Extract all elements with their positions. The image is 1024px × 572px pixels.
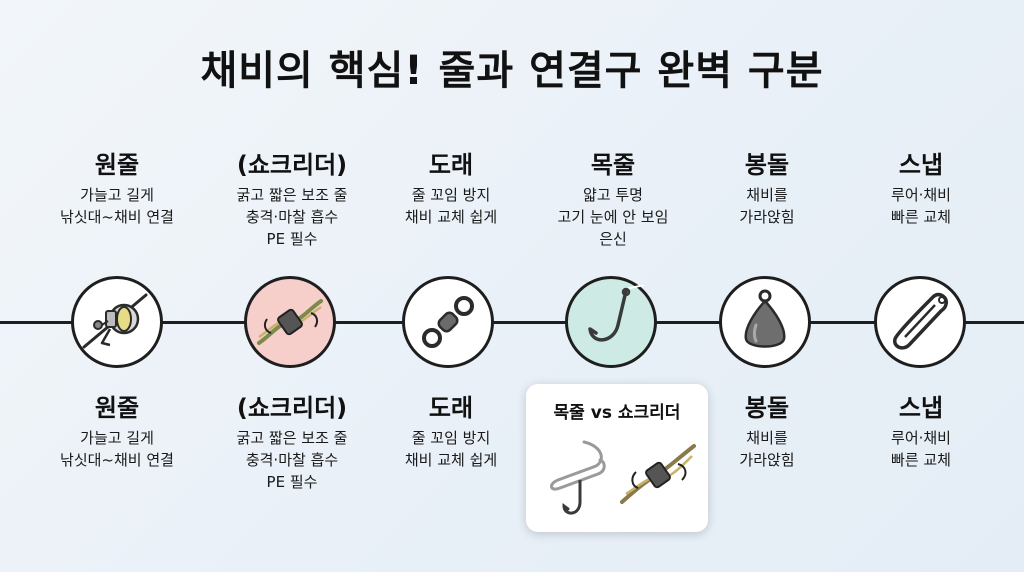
item-top-shock-leader: (쇼크리더) 굵고 짧은 보조 줄 충격·마찰 흡수 PE 필수: [197, 150, 387, 250]
node-main-line: [71, 276, 163, 368]
timeline-line: [0, 321, 1024, 324]
item-desc-line: 빠른 교체: [891, 208, 951, 226]
item-name: 도래: [428, 151, 474, 179]
item-name: 스냅: [898, 394, 944, 422]
item-desc-line: 가늘고 길게: [80, 429, 154, 447]
item-name: 원줄: [94, 151, 140, 179]
item-desc-line: 충격·마찰 흡수: [245, 208, 339, 226]
item-desc-line: 굵고 짧은 보조 줄: [236, 429, 348, 447]
sinker-icon: [744, 289, 786, 348]
fish-hook-icon: [588, 285, 645, 342]
swivel-icon: [422, 296, 474, 348]
hook-leader-icon: [550, 440, 606, 515]
node-shock-leader: [244, 276, 336, 368]
item-desc-line: 루어·채비: [891, 186, 951, 204]
item-desc-line: 낚싯대~채비 연결: [60, 208, 174, 226]
item-bottom-snap: 스냅 루어·채비 빠른 교체: [826, 393, 1016, 471]
compare-title: 목줄 vs 쇼크리더: [553, 403, 681, 423]
item-desc-line: 고기 눈에 안 보임: [557, 208, 669, 226]
item-top-sinker: 봉돌 채비를 가라앉힘: [672, 150, 862, 228]
item-desc-line: 낚싯대~채비 연결: [60, 451, 174, 469]
item-name: 목줄: [590, 151, 636, 179]
item-desc-line: 충격·마찰 흡수: [245, 451, 339, 469]
page-title: 채비의 핵심! 줄과 연결구 완벽 구분: [200, 48, 824, 94]
item-bottom-sinker: 봉돌 채비를 가라앉힘: [672, 393, 862, 471]
item-desc-line: 은신: [599, 230, 627, 248]
item-desc-line: 채비 교체 쉽게: [404, 208, 498, 226]
snap-icon: [893, 292, 948, 350]
item-desc-line: 채비 교체 쉽게: [404, 451, 498, 469]
item-name: (쇼크리더): [236, 394, 348, 422]
item-desc-line: 줄 꼬임 방지: [411, 186, 491, 204]
item-name: 원줄: [94, 394, 140, 422]
item-name: 도래: [428, 394, 474, 422]
compare-card: 목줄 vs 쇼크리더: [526, 384, 708, 532]
item-top-swivel: 도래 줄 꼬임 방지 채비 교체 쉽게: [356, 150, 546, 228]
item-desc-line: 얇고 투명: [583, 186, 643, 204]
item-top-snap: 스냅 루어·채비 빠른 교체: [826, 150, 1016, 228]
item-name: 봉돌: [744, 151, 790, 179]
item-desc-line: 가늘고 길게: [80, 186, 154, 204]
item-top-main-line: 원줄 가늘고 길게 낚싯대~채비 연결: [22, 150, 212, 228]
item-name: 봉돌: [744, 394, 790, 422]
item-bottom-shock-leader: (쇼크리더) 굵고 짧은 보조 줄 충격·마찰 흡수 PE 필수: [197, 393, 387, 493]
item-name: 스냅: [898, 151, 944, 179]
item-desc-line: 루어·채비: [891, 429, 951, 447]
item-bottom-main-line: 원줄 가늘고 길게 낚싯대~채비 연결: [22, 393, 212, 471]
item-desc-line: 줄 꼬임 방지: [411, 429, 491, 447]
node-leader: [565, 276, 657, 368]
item-desc-line: PE 필수: [266, 230, 318, 248]
item-desc-line: 가라앉힘: [739, 451, 795, 469]
shock-leader-knot-icon: [257, 299, 323, 345]
item-top-leader: 목줄 얇고 투명 고기 눈에 안 보임 은신: [518, 150, 708, 250]
item-desc-line: 가라앉힘: [739, 208, 795, 226]
item-desc-line: 굵고 짧은 보조 줄: [236, 186, 348, 204]
item-desc-line: 채비를: [746, 186, 788, 204]
item-desc-line: 빠른 교체: [891, 451, 951, 469]
node-sinker: [719, 276, 811, 368]
node-swivel: [402, 276, 494, 368]
item-bottom-swivel: 도래 줄 꼬임 방지 채비 교체 쉽게: [356, 393, 546, 471]
node-snap: [874, 276, 966, 368]
item-name: (쇼크리더): [236, 151, 348, 179]
shock-leader-knot-icon: [620, 444, 696, 504]
item-desc-line: 채비를: [746, 429, 788, 447]
fishing-reel-icon: [82, 293, 148, 349]
item-desc-line: PE 필수: [266, 473, 318, 491]
